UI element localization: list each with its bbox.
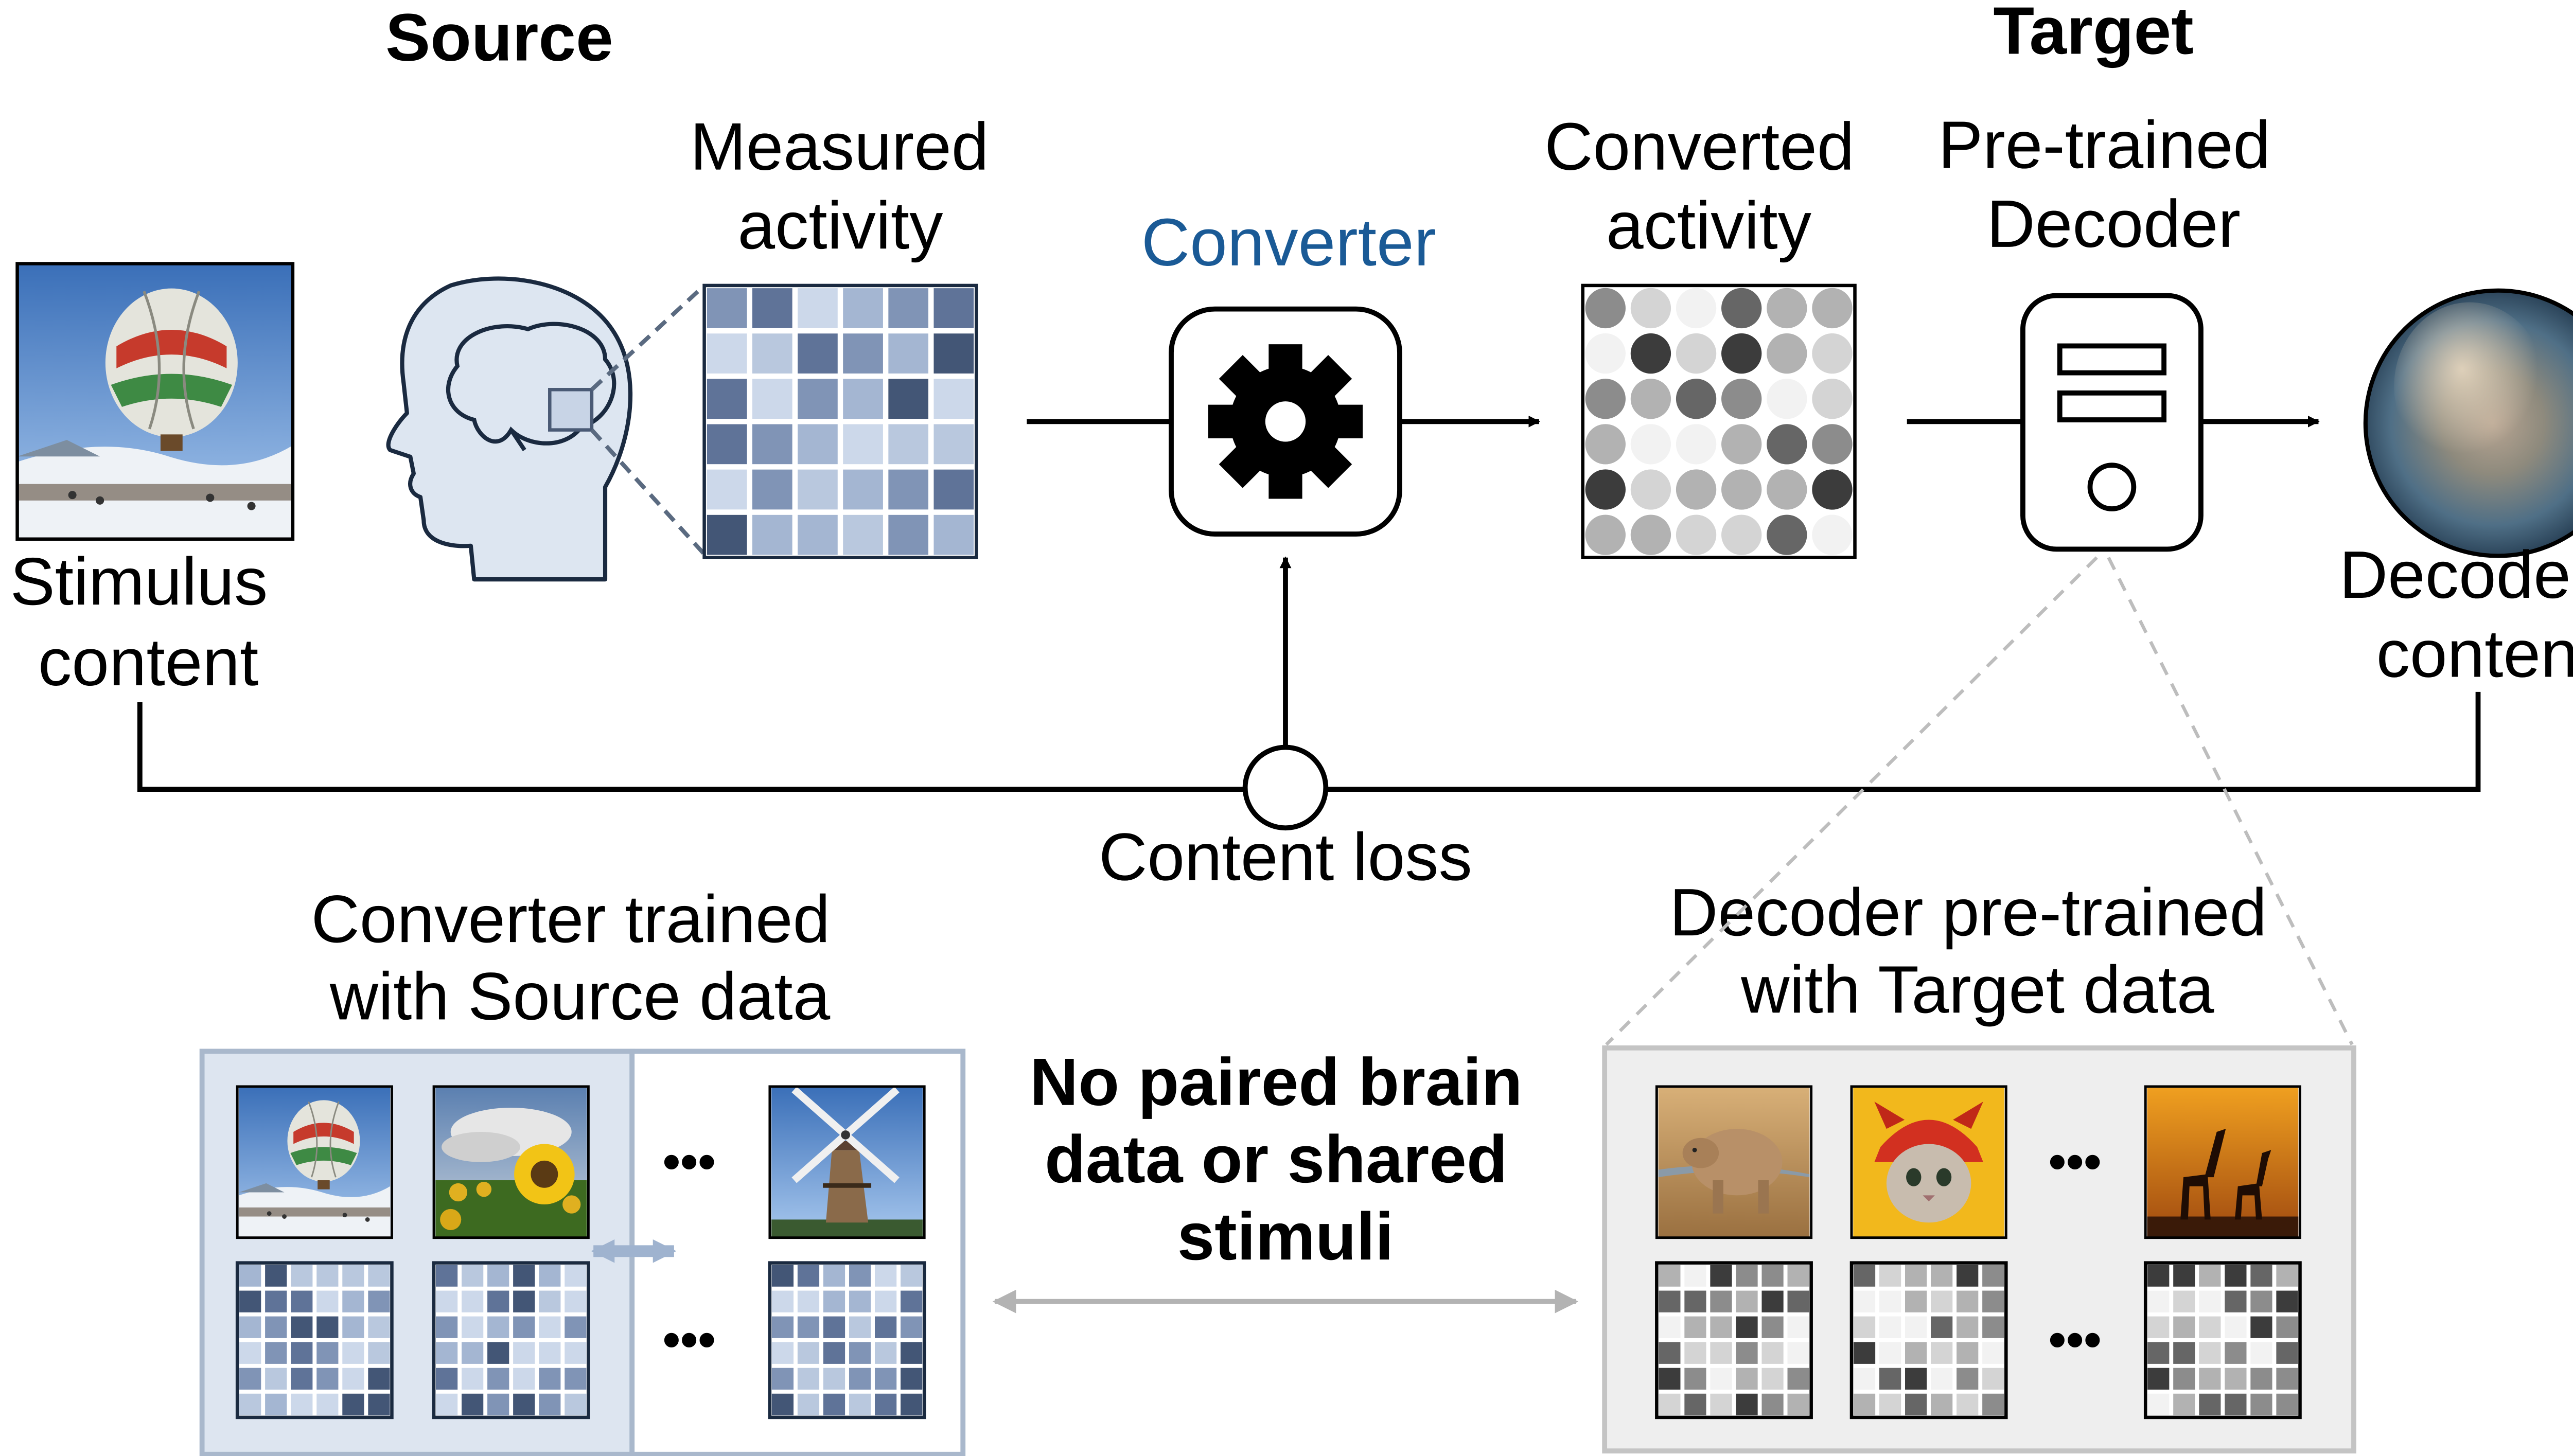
- target-thumb-giraffes: [2144, 1085, 2301, 1239]
- target-thumb-bear: [1655, 1085, 1813, 1239]
- decoder-zoom-line-left: [1605, 556, 2098, 1046]
- content-loss-node: [1242, 744, 1329, 831]
- decoded-content-image: [2363, 288, 2573, 558]
- source-thumb-windmill: [768, 1085, 926, 1239]
- pretrained-decoder-label: Pre-trained Decoder: [1938, 107, 2289, 261]
- source-thumb-balloon: [236, 1085, 393, 1239]
- zoom-line-top: [590, 283, 706, 392]
- source-matrices: [235, 1261, 926, 1419]
- gear-icon: [1208, 344, 1363, 499]
- converted-activity-label: Converted activity: [1544, 109, 1873, 263]
- zoom-line-bottom: [590, 428, 706, 556]
- source-thumb-sunflower: [432, 1085, 590, 1239]
- converted-activity-matrix: [1581, 283, 1857, 559]
- target-thumb-cat: [1850, 1085, 2007, 1239]
- no-paired-label: No paired brain data or shared stimuli: [1030, 1044, 1541, 1274]
- source-ellipsis-bottom: •••: [663, 1311, 716, 1368]
- decoded-content-label: Decoded content: [2339, 537, 2573, 691]
- source-ellipsis-top: •••: [663, 1133, 716, 1189]
- target-ellipsis-bottom: •••: [2049, 1311, 2102, 1368]
- measured-activity-matrix: [702, 283, 978, 559]
- source-title: Source: [385, 0, 613, 75]
- stimulus-content-label: Stimulus content: [10, 544, 287, 700]
- target-matrices: [1655, 1261, 2302, 1419]
- converter-label: Converter: [1141, 205, 1436, 280]
- measured-activity-label: Measured activity: [690, 109, 1008, 263]
- head-brain-icon: [386, 276, 633, 582]
- decoder-zoom-line-right: [2107, 557, 2354, 1045]
- content-loss-loop: [137, 691, 2481, 792]
- target-title: Target: [1993, 0, 2193, 68]
- content-loss-label: Content loss: [1099, 819, 1472, 894]
- target-ellipsis-top: •••: [2049, 1133, 2102, 1189]
- decoder-pretrained-label: Decoder pre-trained with Target data: [1669, 875, 2285, 1027]
- stimulus-image: [15, 262, 295, 541]
- converter-trained-label: Converter trained with Source data: [311, 881, 849, 1034]
- decoder-device-icon: [2020, 293, 2204, 552]
